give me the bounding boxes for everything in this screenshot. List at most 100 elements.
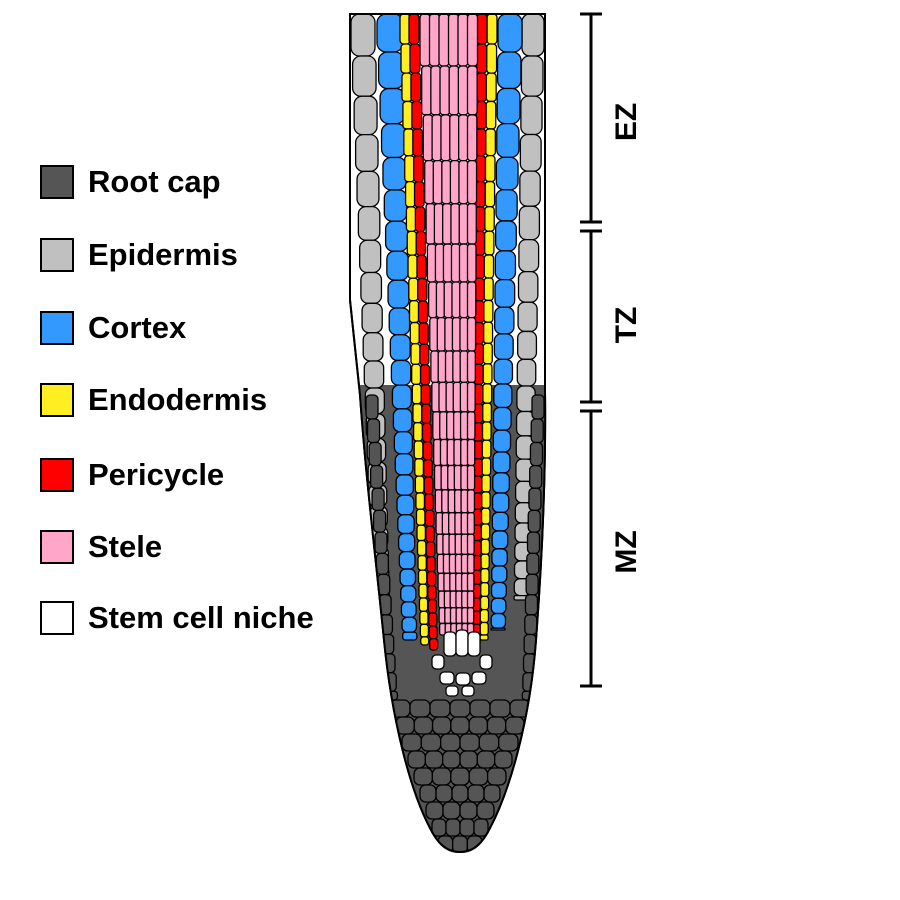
root-cap-cell — [525, 573, 539, 596]
cortex-cell — [379, 87, 406, 125]
root-tissue-group — [349, 13, 547, 854]
root-cap-cell — [478, 733, 500, 752]
endodermis-cell — [481, 421, 492, 441]
stem-cell — [461, 685, 475, 697]
root-cap-cell — [476, 750, 496, 769]
pericycle-cell — [475, 72, 487, 103]
epidermis-cell — [518, 238, 540, 273]
stele-cell — [466, 243, 477, 283]
cortex-cell — [397, 514, 415, 535]
root-cap-cell — [407, 750, 426, 769]
stele-cell — [437, 350, 447, 384]
endodermis-cell — [405, 206, 417, 233]
root-cap-cell — [424, 750, 444, 769]
stele-cell — [430, 350, 440, 384]
stele-cell — [431, 114, 443, 162]
root-outline-stroke — [349, 13, 547, 854]
endodermis-cell — [479, 608, 490, 624]
root-cap-cell — [420, 733, 442, 752]
pericycle-cell — [421, 403, 432, 425]
legend-label-stele: Stele — [88, 529, 163, 564]
stele-cell — [443, 281, 454, 319]
endodermis-cell — [485, 100, 497, 130]
stele-cell — [427, 281, 438, 319]
cortex-cell — [495, 156, 519, 191]
endodermis-cell — [481, 457, 492, 476]
root-cap-cell — [529, 464, 543, 489]
stele-cell — [419, 14, 431, 67]
cortex-cell — [490, 581, 507, 599]
stele-cell — [451, 316, 462, 352]
root-cap-cell — [468, 767, 489, 786]
stem-cell — [455, 629, 469, 657]
pericycle-cell — [423, 476, 434, 495]
stele-cell — [466, 203, 477, 245]
cortex-cell — [496, 87, 521, 125]
root-cap-cell — [530, 418, 544, 444]
endodermis-cell — [412, 403, 423, 424]
root-cap-cell — [529, 441, 544, 467]
stele-cell — [466, 114, 478, 162]
endodermis-cell — [482, 342, 493, 365]
cortex-cell — [400, 601, 417, 618]
stele-cell — [466, 512, 475, 535]
cortex-cell — [391, 384, 412, 410]
legend-item-pericycle: Pericycle — [40, 457, 224, 493]
endodermis-cell — [414, 458, 425, 477]
cortex-cell — [380, 123, 407, 159]
legend-label-endodermis: Endodermis — [88, 382, 268, 417]
legend-label-epidermis: Epidermis — [88, 237, 238, 272]
cortex-cell — [398, 551, 416, 570]
pericycle-cell — [425, 541, 436, 558]
endodermis-cell — [420, 636, 430, 646]
root-cap-cell — [365, 394, 379, 420]
root-cap-cell — [442, 750, 461, 769]
endodermis-cell — [410, 343, 421, 366]
endodermis-cell — [419, 623, 430, 638]
stele-cell — [449, 159, 461, 205]
stele-cell — [435, 281, 446, 319]
pericycle-cell — [428, 638, 439, 651]
stele-cell — [466, 411, 476, 441]
cortex-cell — [492, 406, 512, 431]
cortex-cell — [376, 14, 404, 53]
cortex-cell — [493, 383, 513, 409]
epidermis-cell — [517, 270, 539, 303]
epidermis-cell — [354, 133, 379, 173]
pericycle-swatch — [40, 458, 74, 492]
epidermis-cell — [520, 55, 544, 97]
stem-cell — [471, 671, 487, 685]
cortex-cell — [494, 250, 517, 281]
stele-cell — [466, 438, 476, 467]
epidermis-cell — [517, 301, 538, 333]
endodermis-cell — [482, 383, 493, 404]
cortex-cell — [494, 306, 515, 335]
root-cap-cell — [459, 750, 478, 769]
stele-cell — [444, 316, 454, 352]
epidermis-cell — [353, 95, 378, 136]
stem-cell — [443, 631, 457, 657]
legend-label-root-cap: Root cap — [88, 164, 221, 199]
endodermis-cell — [414, 475, 425, 494]
root-cap-cell — [449, 699, 471, 718]
cortex-cell — [490, 627, 506, 631]
stele-cell — [450, 203, 461, 245]
endodermis-cell — [417, 569, 428, 585]
root-cap-cell — [528, 487, 542, 512]
pericycle-cell — [413, 181, 425, 208]
cortex-cell — [491, 548, 508, 567]
pericycle-cell — [412, 128, 424, 157]
endodermis-cell — [483, 230, 495, 256]
cortex-cell — [401, 616, 418, 633]
endodermis-cell — [413, 440, 424, 460]
pericycle-cell — [423, 459, 433, 478]
stele-cell — [458, 203, 469, 245]
cortex-cell — [494, 220, 517, 252]
stem-cell — [467, 631, 481, 657]
stele-cell — [459, 316, 469, 352]
endodermis-cell — [486, 14, 498, 45]
stele-cell — [449, 114, 460, 162]
stele-cell — [442, 243, 453, 283]
endodermis-cell — [481, 491, 491, 509]
